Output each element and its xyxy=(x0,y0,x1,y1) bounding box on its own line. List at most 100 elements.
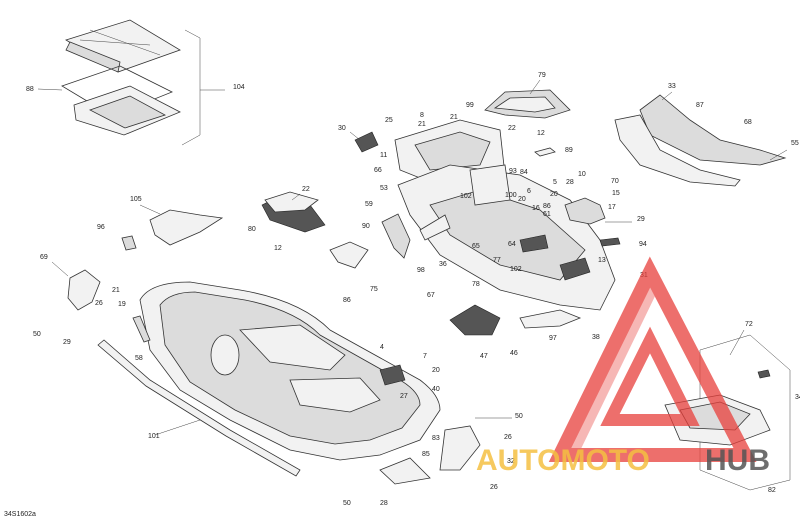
part-label: 61 xyxy=(543,211,551,218)
rear-bumper-left xyxy=(67,269,101,311)
diagram-reference-code: 34S1602a xyxy=(4,511,36,518)
rear-bumper-lower xyxy=(379,457,431,485)
part-label: 22 xyxy=(508,125,516,132)
part-label: 80 xyxy=(248,226,256,233)
part-label: 40 xyxy=(432,386,440,393)
part-label: 26 xyxy=(490,484,498,491)
watermark-brand-part1: AUTOMOTO xyxy=(476,444,650,477)
part-label: 97 xyxy=(549,335,557,342)
part-label: 46 xyxy=(510,350,518,357)
latch xyxy=(599,237,621,247)
part-label: 96 xyxy=(97,224,105,231)
part-label: 11 xyxy=(380,152,387,159)
part-label: 98 xyxy=(417,267,425,274)
glove-box-parts xyxy=(121,191,326,251)
part-label: 13 xyxy=(598,257,606,264)
part-label: 59 xyxy=(365,201,373,208)
part-label: 50 xyxy=(343,500,351,507)
rear-bumper-right xyxy=(439,425,481,471)
part-label: 12 xyxy=(537,130,545,137)
part-label: 22 xyxy=(302,186,310,193)
part-label: 75 xyxy=(370,286,378,293)
watermark-triangle-logo xyxy=(548,256,757,462)
side-panel-trim xyxy=(614,94,787,187)
part-label: 20 xyxy=(432,367,440,374)
part-label: 21 xyxy=(112,287,120,294)
part-label: 99 xyxy=(466,102,474,109)
part-label: 8 xyxy=(420,112,424,119)
part-label: 101 xyxy=(148,433,160,440)
part-label: 27 xyxy=(400,393,408,400)
vent-grille xyxy=(354,131,379,153)
part-label: 93 xyxy=(509,168,517,175)
automotohub-watermark xyxy=(548,256,757,462)
side-rail-58 xyxy=(132,315,151,343)
part-label: 29 xyxy=(63,339,71,346)
part-label: 72 xyxy=(745,321,753,328)
hull xyxy=(139,281,441,461)
part-label: 94 xyxy=(639,241,647,248)
part-label: 47 xyxy=(480,353,488,360)
handle-cover xyxy=(484,89,571,119)
part-label: 25 xyxy=(385,117,393,124)
part-label: 65 xyxy=(472,243,480,250)
part-label: 68 xyxy=(744,119,752,126)
rear-grab-handle xyxy=(564,197,606,225)
part-label: 79 xyxy=(538,72,546,79)
part-label: 26 xyxy=(95,300,103,307)
part-label: 64 xyxy=(508,241,516,248)
part-label: 58 xyxy=(135,355,143,362)
part-label: 66 xyxy=(374,167,382,174)
part-label: 28 xyxy=(566,179,574,186)
part-label: 6 xyxy=(527,188,531,195)
part-label: 7 xyxy=(423,353,427,360)
part-number-labels: 104 88 79 22 12 33 87 68 55 30 25 8 21 9… xyxy=(26,72,800,507)
part-label: 83 xyxy=(432,435,440,442)
part-label: 53 xyxy=(380,185,388,192)
part-label: 12 xyxy=(274,245,282,252)
part-label: 77 xyxy=(493,257,501,264)
part-label: 105 xyxy=(130,196,142,203)
part-label: 85 xyxy=(422,451,430,458)
part-label: 29 xyxy=(637,216,645,223)
part-label: 21 xyxy=(450,114,458,121)
part-label: 67 xyxy=(427,292,435,299)
part-label: 30 xyxy=(338,125,346,132)
bracket-90 xyxy=(381,213,411,259)
part-label: 32 xyxy=(507,458,515,465)
side-vent-left xyxy=(329,241,369,269)
part-label: 26 xyxy=(504,434,512,441)
part-label: 86 xyxy=(543,203,551,210)
part-label: 50 xyxy=(515,413,523,420)
part-label: 15 xyxy=(612,190,620,197)
part-label: 50 xyxy=(33,331,41,338)
part-label: 4 xyxy=(380,344,384,351)
part-label: 19 xyxy=(118,301,126,308)
part-label: 28 xyxy=(380,500,388,507)
rub-rail-strip xyxy=(97,339,301,477)
part-label: 87 xyxy=(696,102,704,109)
part-label: 69 xyxy=(40,254,48,261)
part-label: 34 xyxy=(795,394,800,401)
storage-cover-assembly xyxy=(37,19,225,146)
clip-piece xyxy=(534,147,556,157)
part-label: 38 xyxy=(592,334,600,341)
part-label: 17 xyxy=(608,204,616,211)
part-label: 89 xyxy=(565,147,573,154)
part-label: 104 xyxy=(233,84,245,91)
part-label: 10 xyxy=(578,171,586,178)
part-label: 90 xyxy=(362,223,370,230)
leader-lines xyxy=(51,79,788,436)
part-label: 82 xyxy=(768,487,776,494)
rear-step xyxy=(519,309,582,329)
part-label: 5 xyxy=(553,179,557,186)
part-label: 55 xyxy=(791,140,799,147)
part-label: 33 xyxy=(668,83,676,90)
part-label: 86 xyxy=(343,297,351,304)
part-label: 100 xyxy=(505,192,517,199)
part-label: 16 xyxy=(532,205,540,212)
upper-deck-assembly xyxy=(394,119,616,311)
part-label: 70 xyxy=(611,178,619,185)
watermark-brand-part2: HUB xyxy=(705,444,770,477)
